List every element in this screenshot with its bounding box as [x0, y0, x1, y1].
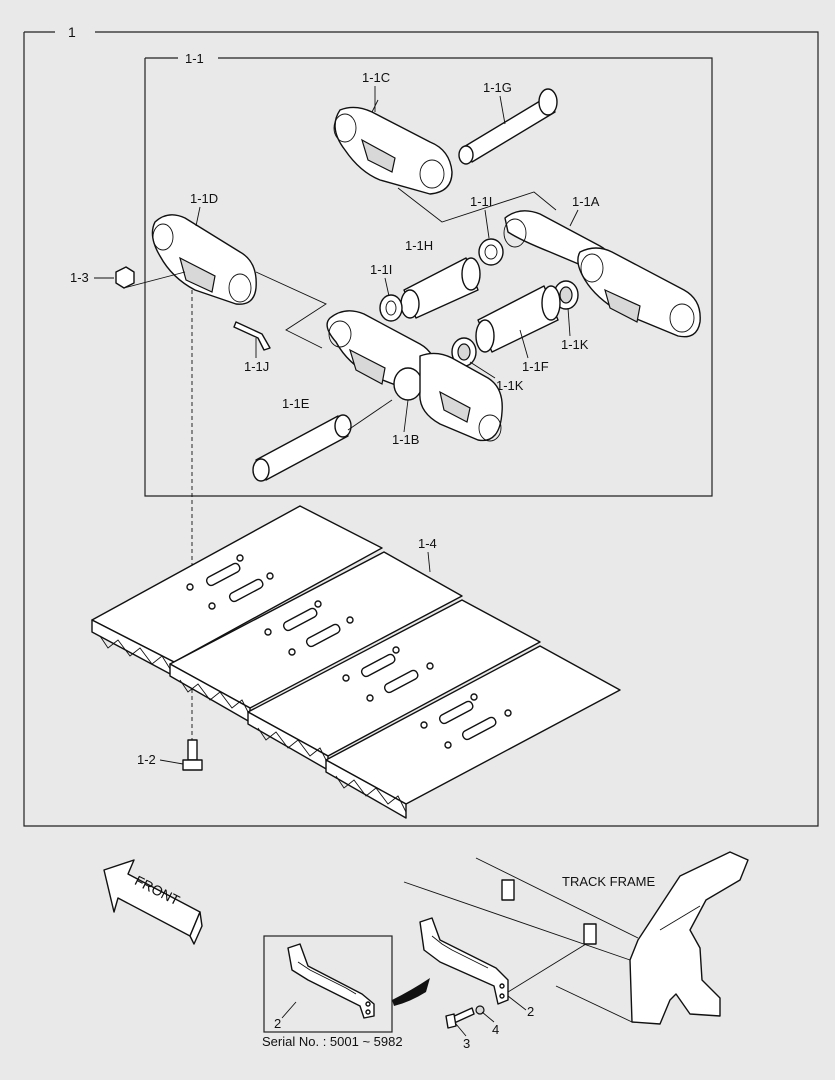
guard-installed: 2	[419, 917, 587, 1019]
bolt-1-2: 1-2	[137, 739, 203, 771]
label-guard: 2	[527, 1004, 534, 1019]
bolt-3: 3	[445, 1007, 475, 1051]
label-link-1-1d: 1-1D	[190, 191, 218, 206]
label-pin-1-1e: 1-1E	[282, 396, 310, 411]
guard-inset: 2 Serial No. : 5001 ~ 5982	[262, 935, 430, 1049]
washer-4: 4	[475, 1005, 499, 1037]
label-pin-1-1j: 1-1J	[244, 359, 269, 374]
nut-1-3: 1-3	[70, 266, 186, 289]
label-track-frame: TRACK FRAME	[562, 874, 656, 889]
seal-1-1k-right: 1-1K	[553, 280, 589, 352]
link-1-1d: 1-1D	[151, 191, 257, 305]
track-frame: TRACK FRAME	[403, 851, 749, 1025]
label-bushing-1-1f: 1-1F	[522, 359, 549, 374]
pin-1-1e: 1-1E	[252, 396, 352, 482]
label-guard-inset: 2	[274, 1016, 281, 1031]
label-nut-1-3: 1-3	[70, 270, 89, 285]
label-bolt-small: 3	[463, 1036, 470, 1051]
pin-1-1j: 1-1J	[233, 321, 271, 374]
label-bolt-1-2: 1-2	[137, 752, 156, 767]
link-1-1a: 1-1A	[503, 194, 701, 338]
label-seal-1-1k-right: 1-1K	[561, 337, 589, 352]
label-link-1-1b: 1-1B	[392, 432, 419, 447]
front-arrow: FRONT	[103, 859, 203, 945]
label-bushing-1-1h: 1-1H	[405, 238, 433, 253]
bushing-1-1h: 1-1H	[400, 238, 481, 319]
label-seal-1-1i-top: 1-1I	[470, 194, 492, 209]
link-1-1c: 1-1C	[333, 70, 453, 195]
label-seal-1-1k-mid: 1-1K	[496, 378, 524, 393]
inner-frame: 1-1	[144, 51, 713, 497]
seal-1-1i-top: 1-1I	[470, 194, 504, 266]
label-sub-group: 1-1	[185, 51, 204, 66]
label-seal-1-1i-left: 1-1I	[370, 262, 392, 277]
link-1-1b: 1-1B	[326, 310, 503, 447]
label-serial: Serial No. : 5001 ~ 5982	[262, 1034, 403, 1049]
seal-1-1i-left: 1-1I	[370, 262, 403, 322]
outer-frame: 1	[23, 24, 819, 827]
label-main-group: 1	[68, 24, 76, 40]
track-shoes-1-4: 1-4	[91, 505, 621, 819]
label-washer: 4	[492, 1022, 499, 1037]
label-link-1-1a: 1-1A	[572, 194, 600, 209]
label-shoe-1-4: 1-4	[418, 536, 437, 551]
label-pin-1-1g: 1-1G	[483, 80, 512, 95]
pin-1-1g: 1-1G	[458, 80, 558, 165]
seal-1-1k-mid: 1-1K	[451, 337, 524, 393]
label-link-1-1c: 1-1C	[362, 70, 390, 85]
bushing-1-1f: 1-1F	[475, 285, 561, 374]
